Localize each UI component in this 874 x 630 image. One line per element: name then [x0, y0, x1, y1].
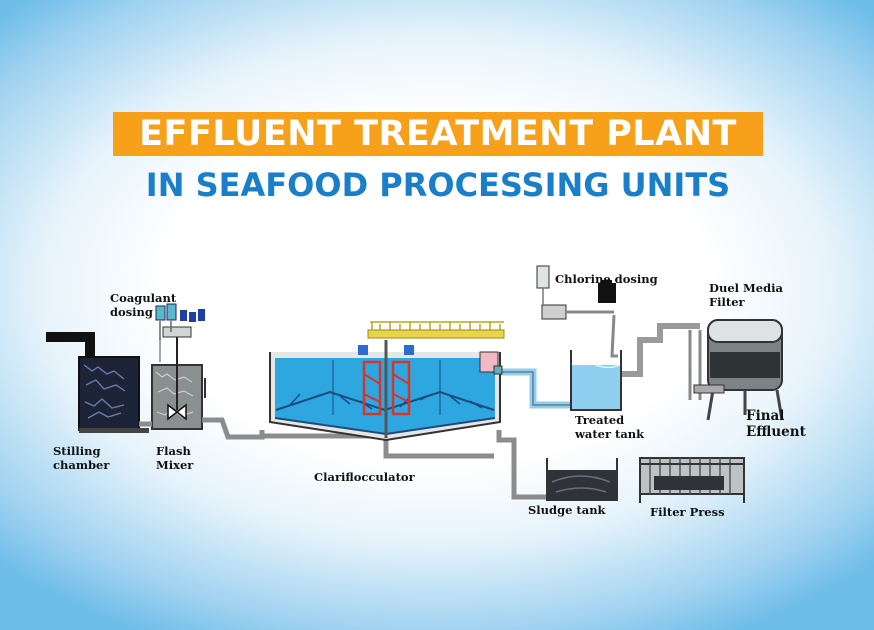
clariflocculator	[269, 321, 505, 442]
label-chlorine-dosing: Chlorine dosing	[555, 272, 658, 286]
label-clariflocculator: Clariflocculator	[314, 470, 415, 484]
label-coagulant-dosing: Coagulant dosing	[110, 291, 177, 319]
chlorine-dosing	[536, 265, 616, 320]
sludge-tank	[546, 458, 618, 501]
flash-mixer	[151, 326, 206, 430]
title-line-2: IN SEAFOOD PROCESSING UNITS	[145, 166, 731, 204]
title-line-1: EFFLUENT TREATMENT PLANT	[113, 112, 763, 156]
label-flash-mixer: Flash Mixer	[156, 444, 194, 472]
label-stilling-chamber: Stilling chamber	[53, 444, 110, 472]
filter-press	[639, 457, 745, 503]
treated-water-tank	[570, 350, 622, 411]
coagulant-dosing	[155, 303, 205, 340]
label-final-effluent: Final Effluent	[746, 408, 806, 440]
label-sludge-tank: Sludge tank	[528, 503, 606, 517]
label-duel-media-filter: Duel Media Filter	[709, 281, 783, 309]
stilling-chamber	[46, 332, 149, 433]
duel-media-filter	[688, 319, 784, 421]
label-filter-press: Filter Press	[650, 505, 725, 519]
label-treated-water-tank: Treated water tank	[575, 413, 645, 441]
pipes	[139, 314, 700, 500]
